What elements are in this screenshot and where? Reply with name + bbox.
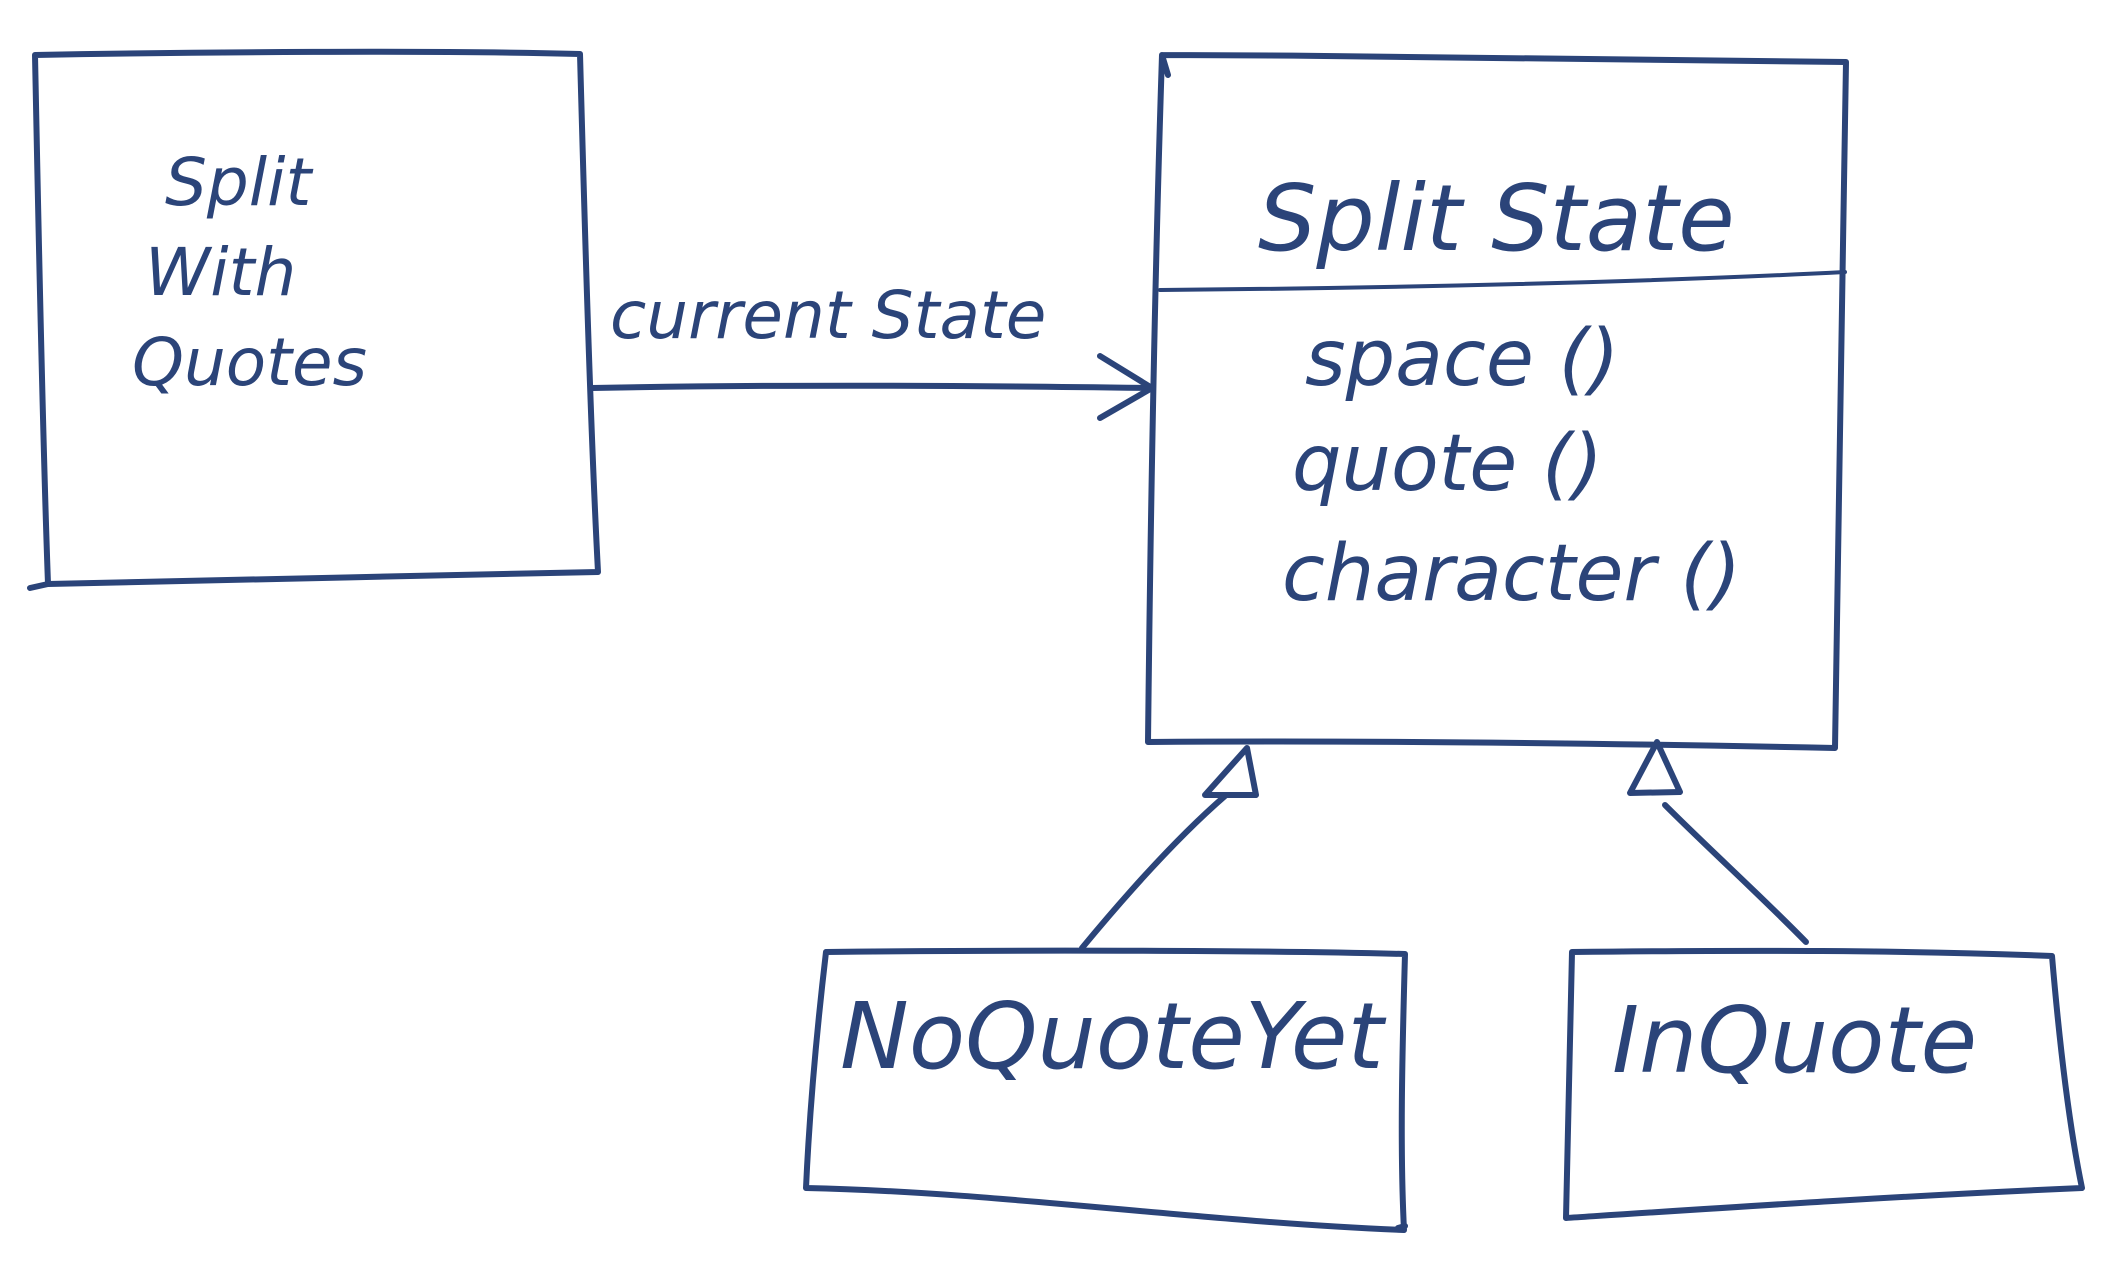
inheritance-triangle-right — [1627, 739, 1683, 796]
noquoteyet-label: NoQuoteYet — [840, 983, 1386, 1090]
noquoteyet-class: NoQuoteYet — [803, 947, 1408, 1233]
split-with-quotes-box — [27, 48, 601, 591]
inheritance-triangle-left — [1202, 745, 1259, 798]
association-label: current State — [610, 277, 1046, 354]
inquote-class: InQuote — [1563, 947, 2085, 1221]
association-line — [589, 382, 1155, 391]
method-quote: quote () — [1292, 419, 1603, 509]
noquoteyet-box — [803, 947, 1408, 1233]
split-state-title: Split State — [1258, 165, 1735, 272]
context-line-3: Quotes — [132, 324, 367, 401]
current-state-association: current State — [589, 277, 1155, 421]
context-line-1: Split — [165, 144, 313, 221]
inquote-label: InQuote — [1612, 987, 1977, 1094]
context-line-2: With — [145, 234, 296, 311]
method-space: space () — [1305, 314, 1619, 404]
split-state-box — [1145, 52, 1849, 751]
inheritance-line-left — [1079, 793, 1228, 951]
split-state-class: Split State space () quote () character … — [1145, 52, 1849, 751]
inheritance-inquote — [1627, 739, 1809, 945]
method-character: character () — [1282, 529, 1741, 619]
inheritance-line-right — [1662, 802, 1809, 945]
inquote-box — [1563, 947, 2085, 1221]
split-state-divider — [1158, 270, 1847, 292]
split-with-quotes-class: Split With Quotes — [27, 48, 601, 591]
inheritance-noquoteyet — [1079, 745, 1259, 951]
